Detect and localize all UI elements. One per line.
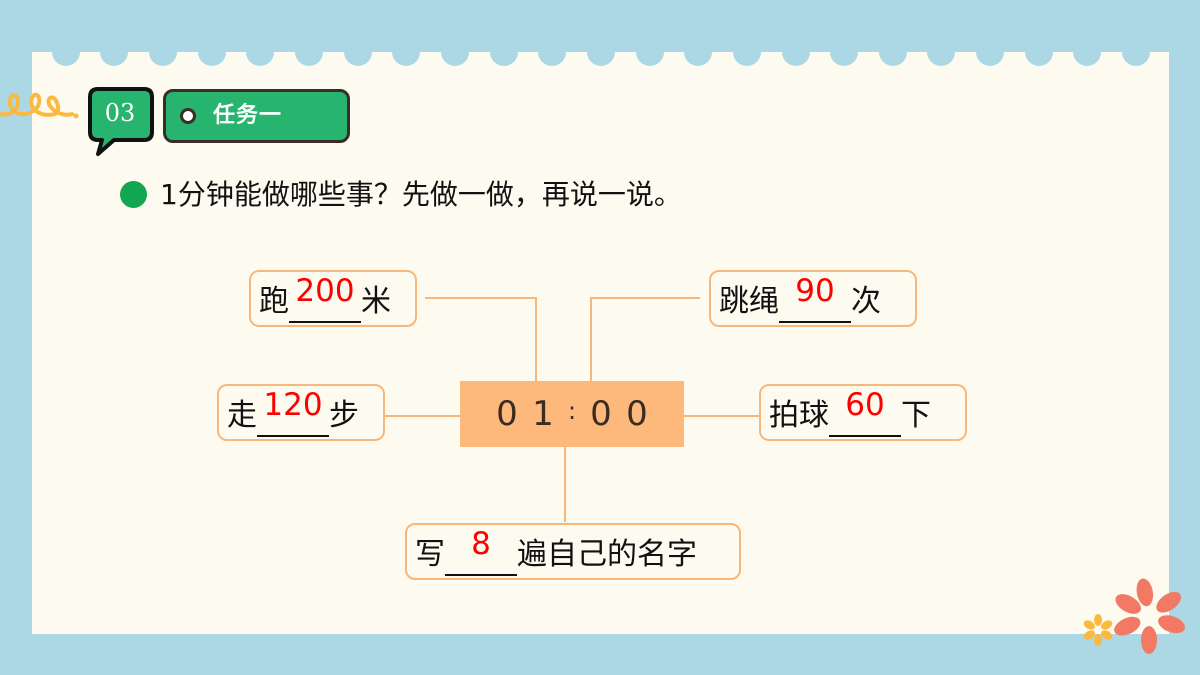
speech-bubble-icon bbox=[88, 87, 154, 156]
bullet-icon bbox=[120, 181, 147, 208]
activity-prefix: 走 bbox=[227, 397, 257, 433]
question-text: 1分钟能做哪些事？先做一做，再说一说。 bbox=[160, 178, 682, 211]
section-number: 03 bbox=[104, 99, 136, 127]
timer-display: 0 1 : 0 0 bbox=[460, 381, 684, 447]
timer-digit: 0 bbox=[496, 394, 518, 434]
connector-jump-rope bbox=[590, 297, 700, 299]
activity-prefix: 拍球 bbox=[769, 397, 829, 433]
answer-value: 120 bbox=[263, 386, 323, 423]
activity-box-bounce-ball: 拍球 60 下 bbox=[759, 384, 967, 441]
answer-value: 60 bbox=[845, 386, 885, 423]
activity-prefix: 跑 bbox=[259, 283, 289, 319]
activity-box-jump-rope: 跳绳 90 次 bbox=[709, 270, 917, 327]
activity-box-write-name: 写 8 遍自己的名字 bbox=[405, 523, 741, 580]
timer-digit: 1 bbox=[532, 394, 554, 434]
activity-suffix: 遍自己的名字 bbox=[517, 536, 697, 572]
connector-bounce-ball bbox=[684, 415, 759, 417]
activity-suffix: 下 bbox=[901, 397, 931, 433]
connector-run bbox=[535, 297, 537, 381]
connector-run bbox=[425, 297, 537, 299]
activity-box-run: 跑 200 米 bbox=[249, 270, 417, 327]
answer-blank[interactable]: 8 bbox=[445, 526, 517, 576]
activity-box-walk: 走 120 步 bbox=[217, 384, 385, 441]
connector-walk bbox=[385, 415, 460, 417]
squiggle-decoration bbox=[0, 92, 79, 119]
task-badge: 任务一 bbox=[163, 89, 350, 143]
connector-jump-rope bbox=[590, 297, 592, 381]
activity-suffix: 步 bbox=[329, 397, 359, 433]
timer-digit: 0 bbox=[626, 394, 648, 434]
answer-value: 90 bbox=[795, 272, 835, 309]
answer-blank[interactable]: 60 bbox=[829, 387, 901, 437]
flower-decoration bbox=[1083, 578, 1185, 654]
timer-digit: 0 bbox=[590, 394, 612, 434]
activity-prefix: 跳绳 bbox=[719, 283, 779, 319]
answer-value: 8 bbox=[471, 525, 491, 562]
answer-blank[interactable]: 120 bbox=[257, 387, 329, 437]
answer-blank[interactable]: 200 bbox=[289, 273, 361, 323]
answer-value: 200 bbox=[295, 272, 355, 309]
task-label: 任务一 bbox=[213, 103, 283, 128]
timer-separator: : bbox=[567, 397, 577, 425]
activity-suffix: 次 bbox=[851, 283, 881, 319]
radio-dot-icon bbox=[180, 108, 196, 124]
activity-suffix: 米 bbox=[361, 283, 391, 319]
activity-prefix: 写 bbox=[415, 536, 445, 572]
answer-blank[interactable]: 90 bbox=[779, 273, 851, 323]
connector-write-name bbox=[564, 447, 566, 522]
